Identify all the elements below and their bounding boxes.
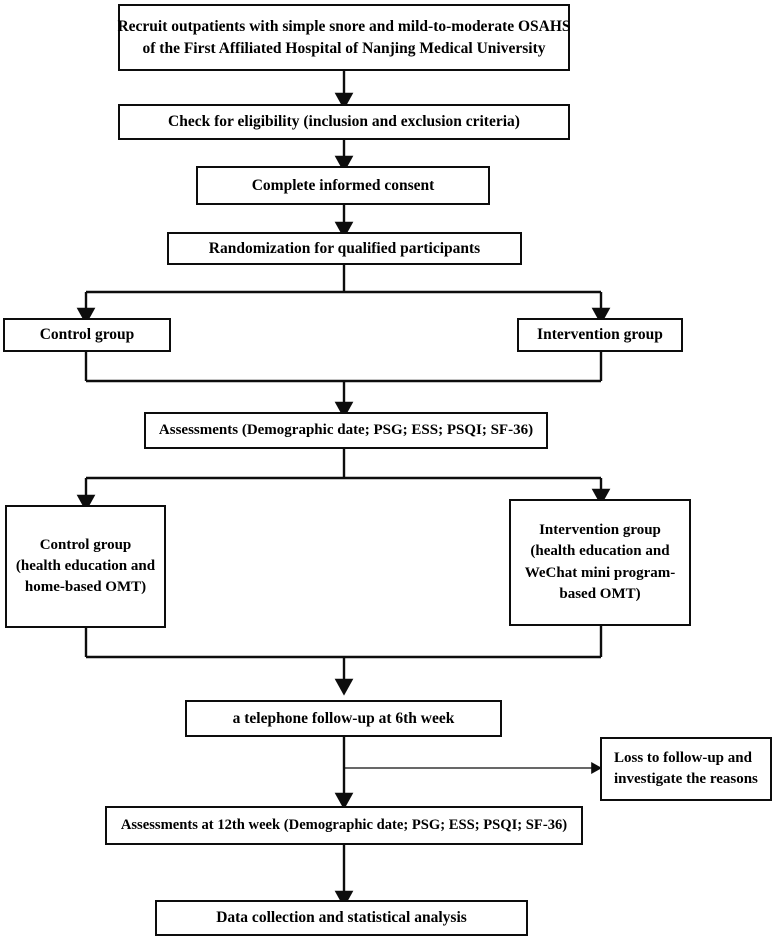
- node-intervention-arm-line-3: WeChat mini program-: [524, 564, 676, 581]
- node-data-collection-line-1: Data collection and statistical analysis: [216, 909, 467, 926]
- node-loss-followup: Loss to follow-up and investigate the re…: [600, 737, 772, 801]
- node-intervention-group: Intervention group: [517, 318, 683, 352]
- node-telephone-followup-line-1: a telephone follow-up at 6th week: [232, 709, 455, 727]
- node-control-arm-line-2: (health education and: [15, 557, 156, 574]
- node-recruit-line-2: of the First Affiliated Hospital of Nanj…: [142, 39, 546, 57]
- node-randomization-line-1: Randomization for qualified participants: [208, 239, 481, 257]
- node-assessments-12week: Assessments at 12th week (Demographic da…: [105, 806, 583, 845]
- node-intervention-arm: Intervention group (health education and…: [509, 499, 691, 626]
- node-eligibility-line-1: Check for eligibility (inclusion and exc…: [168, 113, 520, 130]
- node-loss-followup-line-2: investigate the reasons: [614, 771, 758, 787]
- node-control-group: Control group: [3, 318, 171, 352]
- node-consent: Complete informed consent: [196, 166, 490, 205]
- node-recruit: Recruit outpatients with simple snore an…: [117, 4, 571, 71]
- node-recruit-line-1: Recruit outpatients with simple snore an…: [117, 17, 571, 35]
- node-assessments-baseline: Assessments (Demographic date; PSG; ESS;…: [144, 412, 548, 449]
- node-loss-followup-line-1: Loss to follow-up and: [614, 749, 752, 766]
- node-assessments-12week-line-1: Assessments at 12th week (Demographic da…: [120, 817, 568, 834]
- node-intervention-arm-line-1: Intervention group: [539, 521, 661, 538]
- node-intervention-arm-line-2: (health education and: [530, 543, 670, 560]
- node-eligibility: Check for eligibility (inclusion and exc…: [118, 104, 570, 140]
- node-data-collection: Data collection and statistical analysis: [155, 900, 528, 936]
- node-assessments-baseline-line-1: Assessments (Demographic date; PSG; ESS;…: [158, 421, 534, 438]
- node-control-arm: Control group (health education and home…: [5, 505, 166, 628]
- node-intervention-arm-line-4: based OMT): [559, 585, 641, 602]
- node-control-group-line-1: Control group: [39, 326, 135, 343]
- node-intervention-group-line-1: Intervention group: [537, 326, 663, 343]
- node-randomization: Randomization for qualified participants: [167, 232, 522, 265]
- node-control-arm-line-1: Control group: [39, 536, 132, 553]
- node-telephone-followup: a telephone follow-up at 6th week: [185, 700, 502, 737]
- node-consent-line-1: Complete informed consent: [251, 176, 435, 194]
- node-control-arm-line-3: home-based OMT): [24, 579, 147, 596]
